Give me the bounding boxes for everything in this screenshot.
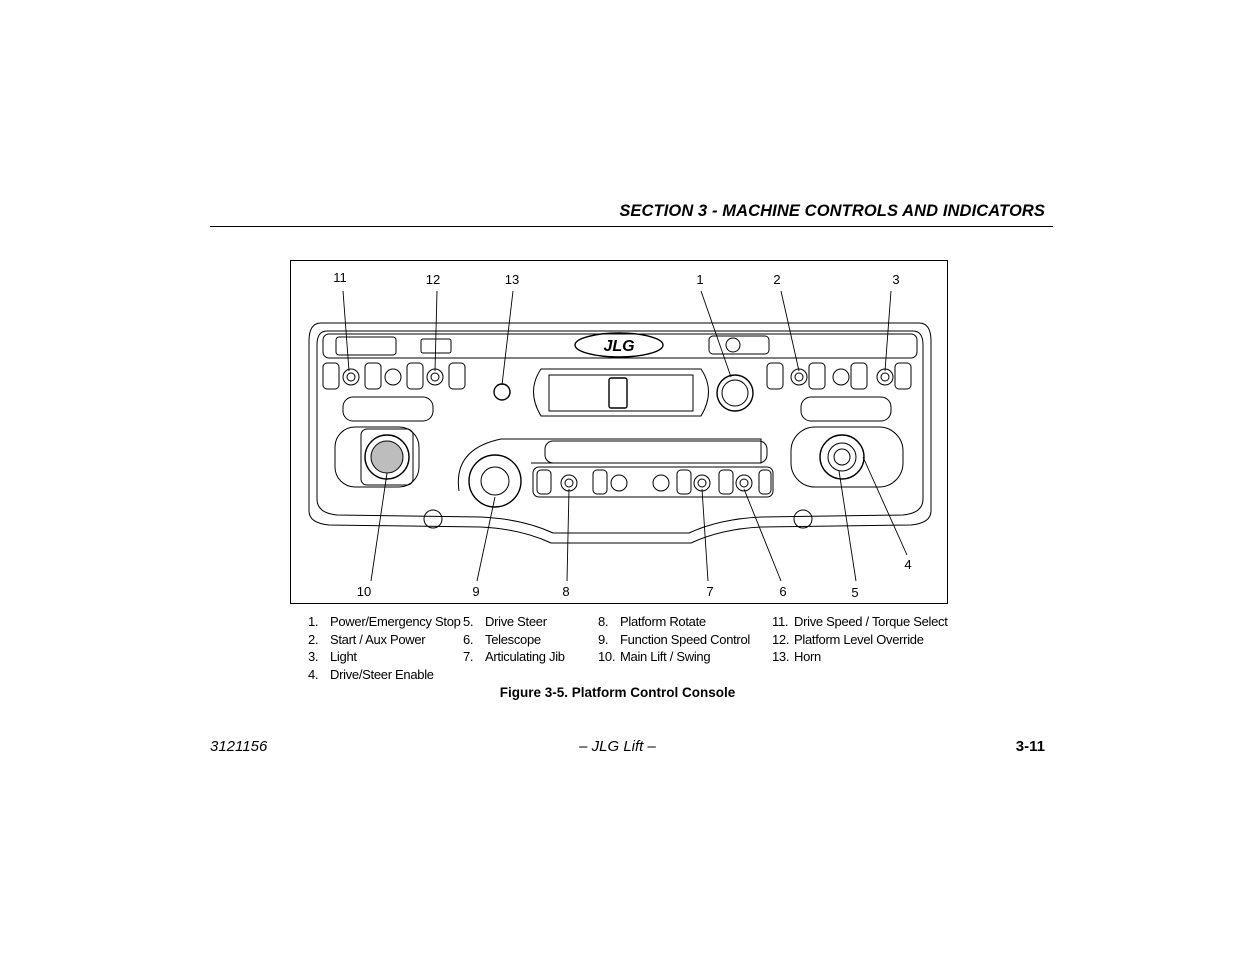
callout-12: 12 bbox=[426, 272, 440, 287]
legend-item: 7.Articulating Jib bbox=[463, 649, 565, 664]
display-window bbox=[608, 377, 628, 409]
section-title: SECTION 3 - MACHINE CONTROLS AND INDICAT… bbox=[619, 202, 1045, 220]
console-body bbox=[308, 322, 932, 544]
screw-right bbox=[793, 509, 813, 529]
main-lift-swing-joystick bbox=[364, 434, 410, 480]
callout-4: 4 bbox=[904, 557, 911, 572]
legend-column-2: 5.Drive Steer 6.Telescope 7.Articulating… bbox=[463, 613, 565, 666]
right-toggle-row bbox=[766, 362, 912, 390]
callout-3: 3 bbox=[892, 272, 899, 287]
legend-item: 8.Platform Rotate bbox=[598, 614, 706, 629]
function-speed-knob bbox=[468, 454, 522, 508]
figure-frame: JLG bbox=[290, 260, 948, 604]
legend-column-4: 11.Drive Speed / Torque Select 12.Platfo… bbox=[772, 613, 948, 666]
left-toggle-row bbox=[322, 362, 466, 390]
light-button bbox=[876, 368, 894, 386]
callout-6: 6 bbox=[779, 584, 786, 599]
document-number: 3121156 bbox=[210, 738, 268, 755]
emergency-stop-icon bbox=[725, 337, 741, 353]
callout-10: 10 bbox=[357, 584, 371, 599]
legend-item: 11.Drive Speed / Torque Select bbox=[772, 614, 948, 629]
legend-item: 9.Function Speed Control bbox=[598, 631, 750, 647]
start-button bbox=[790, 368, 808, 386]
drive-steer-joystick bbox=[819, 434, 865, 480]
platform-rotate-button bbox=[560, 474, 578, 492]
callout-11: 11 bbox=[333, 270, 347, 285]
callout-2: 2 bbox=[773, 272, 780, 287]
platform-level-button bbox=[426, 368, 444, 386]
legend-column-1: 1.Power/Emergency Stop 2.Start / Aux Pow… bbox=[308, 613, 461, 683]
figure-caption: Figure 3-5. Platform Control Console bbox=[499, 685, 736, 700]
power-emergency-stop-knob bbox=[716, 374, 754, 412]
callout-1: 1 bbox=[696, 272, 703, 287]
telescope-button bbox=[735, 474, 753, 492]
jlg-logo-text: JLG bbox=[603, 338, 634, 355]
horn-button bbox=[493, 383, 511, 401]
legend-item: 1.Power/Emergency Stop bbox=[308, 614, 461, 629]
display-panel bbox=[533, 368, 709, 417]
jlg-logo bbox=[574, 332, 664, 358]
articulating-jib-button bbox=[693, 474, 711, 492]
legend-item: 13.Horn bbox=[772, 649, 821, 664]
footer-title: – JLG Lift – bbox=[579, 738, 656, 755]
bottom-toggle-row bbox=[532, 466, 774, 498]
callout-9: 9 bbox=[472, 584, 479, 599]
page-number: 3-11 bbox=[1015, 738, 1045, 755]
legend-item: 6.Telescope bbox=[463, 631, 541, 647]
callout-13: 13 bbox=[505, 272, 519, 287]
legend-item: 3.Light bbox=[308, 649, 357, 664]
header-rule bbox=[210, 226, 1053, 227]
legend-item: 5.Drive Steer bbox=[463, 614, 547, 629]
platform-console-illustration: JLG bbox=[308, 270, 932, 600]
screw-left bbox=[423, 509, 443, 529]
legend-item: 10.Main Lift / Swing bbox=[598, 649, 711, 664]
legend-item: 2.Start / Aux Power bbox=[308, 631, 426, 647]
callout-5: 5 bbox=[851, 585, 858, 600]
legend-item: 12.Platform Level Override bbox=[772, 631, 924, 647]
callout-7: 7 bbox=[706, 584, 713, 599]
legend-item: 4.Drive/Steer Enable bbox=[308, 666, 434, 682]
legend-column-3: 8.Platform Rotate 9.Function Speed Contr… bbox=[598, 613, 750, 666]
leader-lines bbox=[342, 290, 908, 582]
callout-8: 8 bbox=[562, 584, 569, 599]
drive-speed-button bbox=[342, 368, 360, 386]
